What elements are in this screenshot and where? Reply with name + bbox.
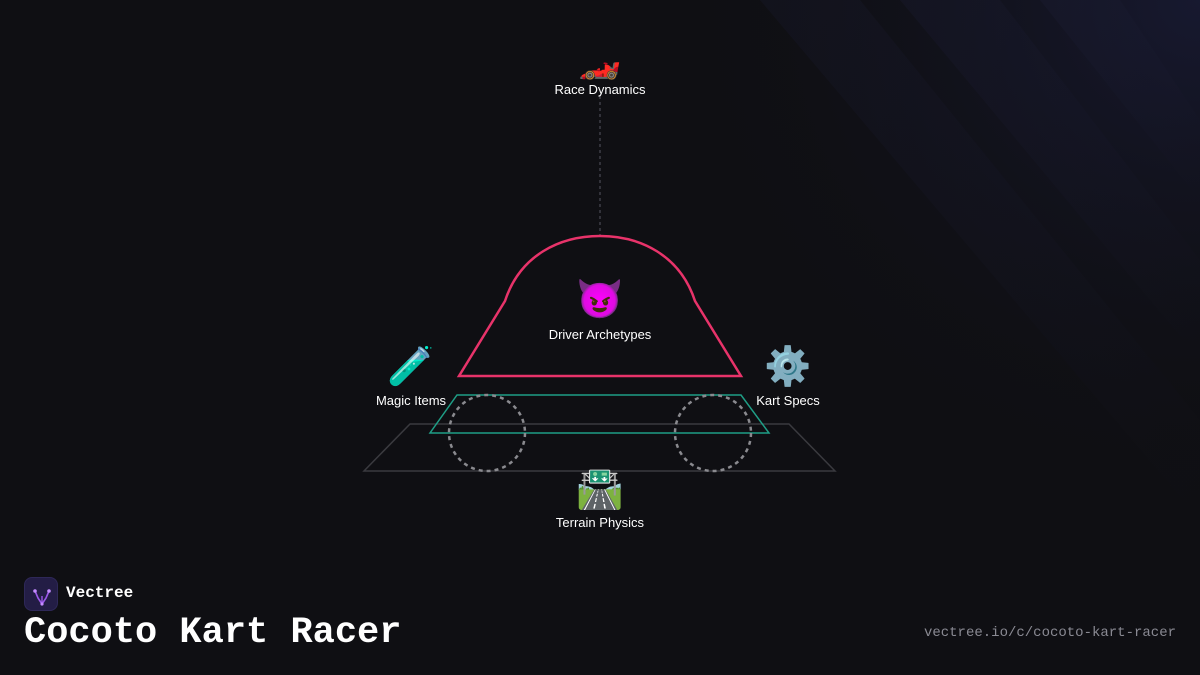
smiling-devil-icon: 😈 (576, 278, 623, 321)
left-wheel-outline (447, 393, 527, 473)
terrain-physics-label: Terrain Physics (556, 515, 645, 530)
driver-canopy-outline (456, 234, 744, 378)
node-race-dynamics[interactable]: 🏎️ Race Dynamics (554, 44, 646, 97)
magic-items-label: Magic Items (376, 393, 447, 408)
node-kart-specs[interactable]: ⚙️ Kart Specs (756, 344, 820, 408)
driver-archetypes-label: Driver Archetypes (549, 327, 652, 342)
node-driver-archetypes[interactable]: 😈 Driver Archetypes (549, 278, 652, 342)
chassis-outline (428, 394, 771, 434)
gear-icon: ⚙️ (764, 344, 811, 388)
race-car-icon: 🏎️ (579, 44, 621, 81)
page-url[interactable]: vectree.io/c/cocoto-kart-racer (923, 625, 1176, 641)
node-magic-items[interactable]: 🧪 Magic Items (376, 345, 447, 408)
race-dynamics-label: Race Dynamics (554, 82, 646, 97)
page-title: Cocoto Kart Racer (24, 612, 402, 654)
ground-plate-outline (362, 423, 837, 472)
right-wheel-outline (673, 393, 753, 473)
kart-specs-label: Kart Specs (756, 393, 820, 408)
node-terrain-physics[interactable]: 🛣️ Terrain Physics (556, 468, 645, 530)
brand-name: Vectree (66, 584, 134, 602)
test-tube-icon: 🧪 (387, 345, 434, 388)
motorway-icon: 🛣️ (576, 468, 623, 511)
vectree-logo-icon (24, 577, 58, 611)
